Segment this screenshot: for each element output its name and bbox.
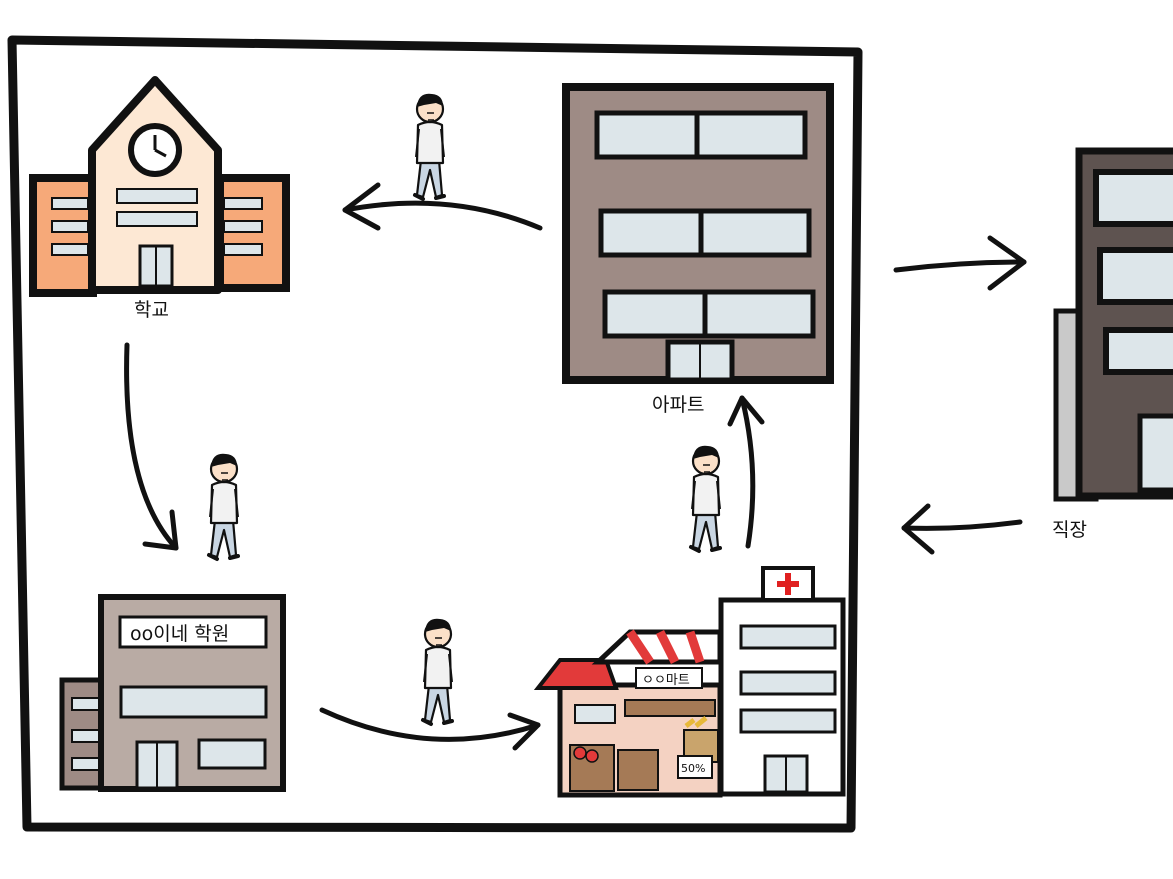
academy-building: oo이네 학원 bbox=[59, 594, 286, 792]
workplace-label: 직장 bbox=[1052, 519, 1087, 541]
discount-sign-text: 50% bbox=[681, 762, 705, 775]
arrow-apartment-to-workplace bbox=[893, 235, 1027, 291]
mart-building: ㅇㅇ마트 50% bbox=[533, 629, 723, 798]
school-label: 학교 bbox=[134, 299, 169, 321]
arrow-school-to-academy bbox=[124, 342, 179, 551]
academy-sign-text: oo이네 학원 bbox=[130, 623, 229, 645]
mart-sign-text: ㅇㅇ마트 bbox=[642, 673, 690, 688]
hospital-cross-icon bbox=[777, 573, 799, 595]
arrow-apartment-to-school bbox=[342, 182, 543, 231]
arrow-mart-to-apartment bbox=[727, 395, 765, 549]
apartment-building bbox=[562, 83, 834, 384]
apartment-label: 아파트 bbox=[652, 394, 704, 416]
hospital-building bbox=[718, 566, 846, 797]
workplace-building bbox=[1053, 147, 1173, 502]
arrow-academy-to-mart bbox=[319, 707, 541, 751]
arrow-workplace-to-apartment bbox=[901, 503, 1023, 555]
school-building bbox=[29, 76, 290, 297]
